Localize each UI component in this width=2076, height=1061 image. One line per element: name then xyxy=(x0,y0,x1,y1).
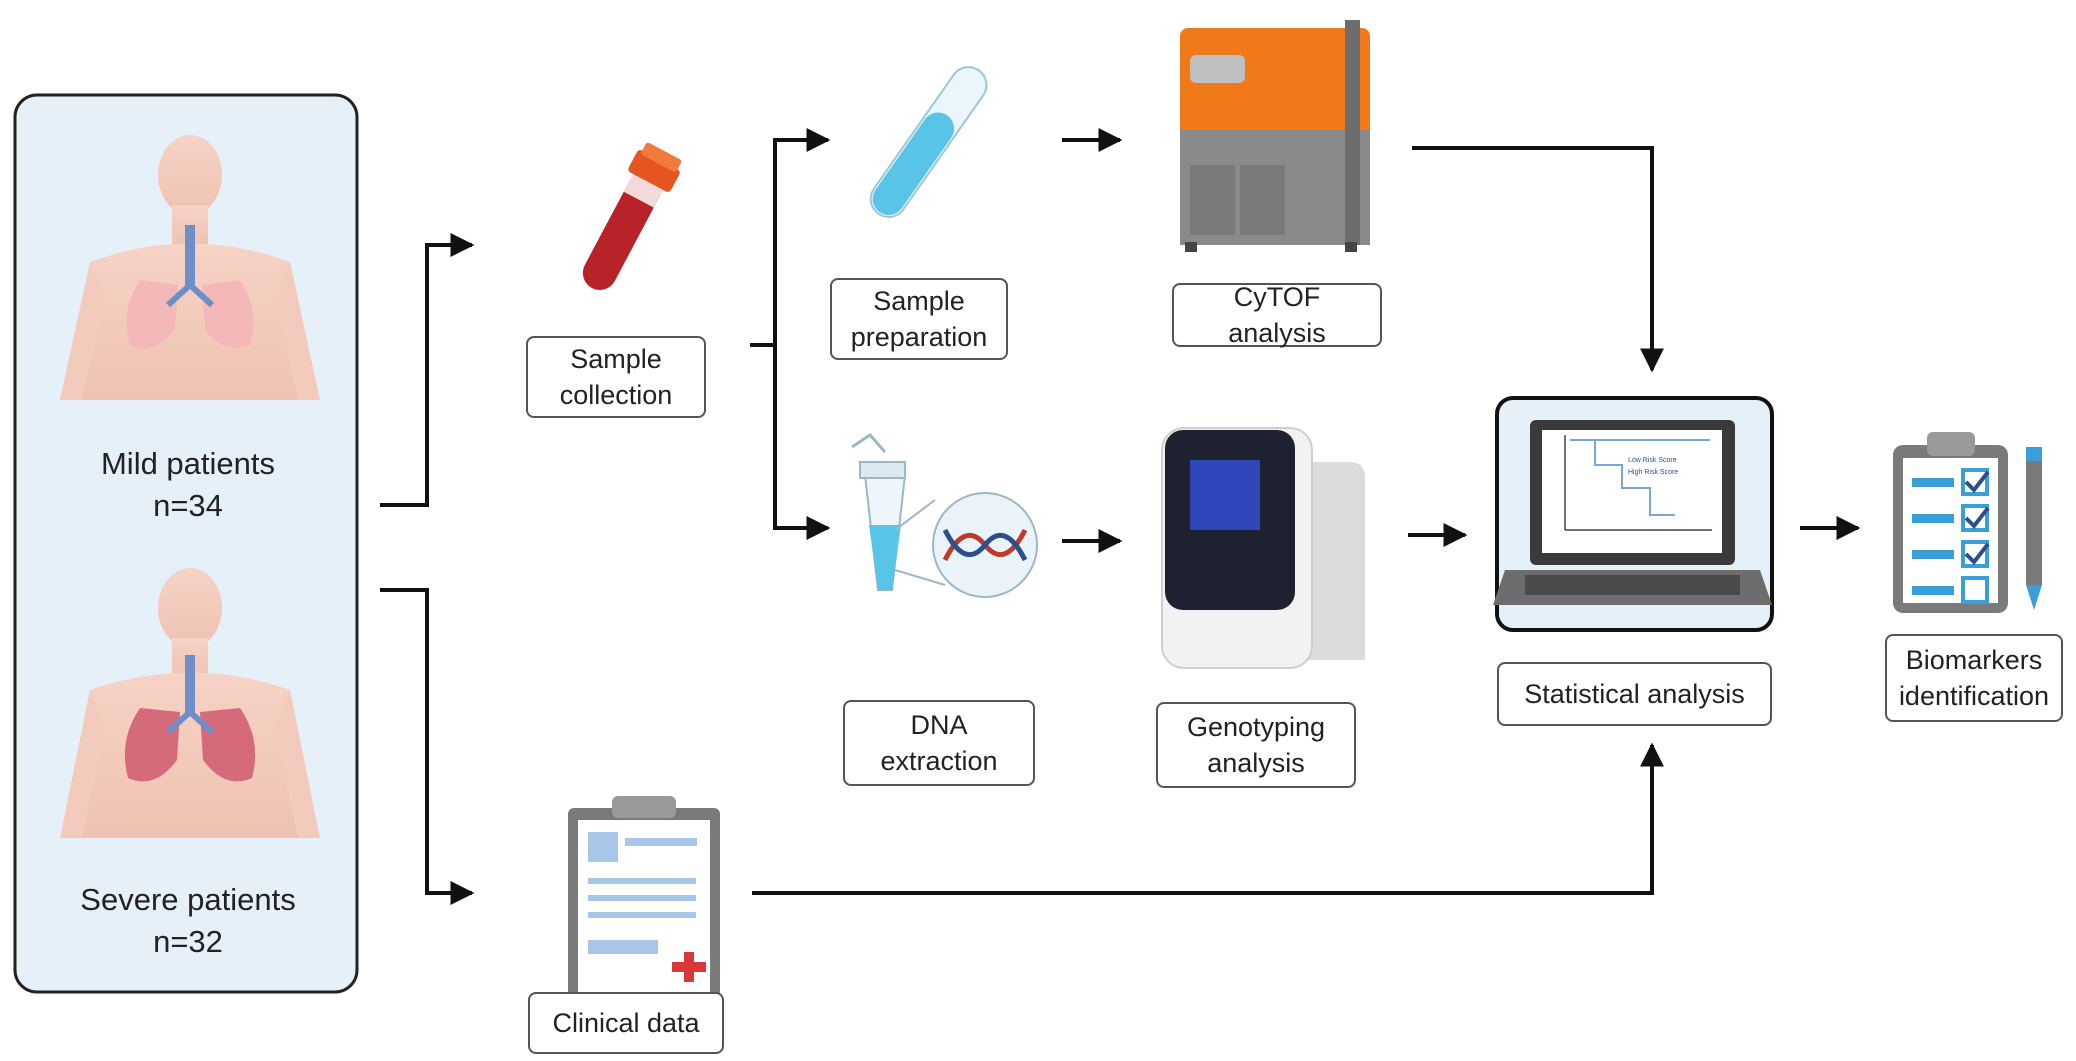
severe-patients-count: n=32 xyxy=(153,924,223,959)
clipboard-icon xyxy=(568,796,720,1008)
blood-tube-icon xyxy=(582,142,682,290)
pen-icon xyxy=(2026,447,2042,610)
sample-tube-icon xyxy=(869,66,988,218)
dna-tube-icon xyxy=(851,433,946,591)
laptop-icon: Low Risk Score High Risk Score xyxy=(1493,420,1772,605)
sample-preparation-label: Sample preparation xyxy=(830,278,1008,360)
mild-patient-body-icon xyxy=(60,135,320,400)
severe-patients-label: Severe patients xyxy=(80,882,295,917)
genotyping-machine-icon xyxy=(1161,427,1365,669)
biomarkers-identification-label: Biomarkers identification xyxy=(1885,634,2063,722)
dna-extraction-label: DNA extraction xyxy=(843,700,1035,786)
statistical-analysis-label: Statistical analysis xyxy=(1497,662,1772,726)
cytof-analysis-label: CyTOF analysis xyxy=(1172,282,1382,348)
chart-legend-high: High Risk Score xyxy=(1628,469,1678,476)
dna-helix-icon xyxy=(932,492,1038,598)
severe-patient-body-icon xyxy=(60,568,320,838)
clinical-data-label: Clinical data xyxy=(528,992,724,1054)
checklist-icon xyxy=(1893,432,2008,613)
genotyping-analysis-label: Genotyping analysis xyxy=(1156,702,1356,788)
mild-patients-count: n=34 xyxy=(153,488,223,523)
sample-collection-label: Sample collection xyxy=(526,336,706,418)
chart-legend-low: Low Risk Score xyxy=(1628,457,1677,464)
cytof-machine-icon xyxy=(1180,20,1370,252)
mild-patients-label: Mild patients xyxy=(101,446,275,481)
connector-arrows xyxy=(380,128,1861,905)
